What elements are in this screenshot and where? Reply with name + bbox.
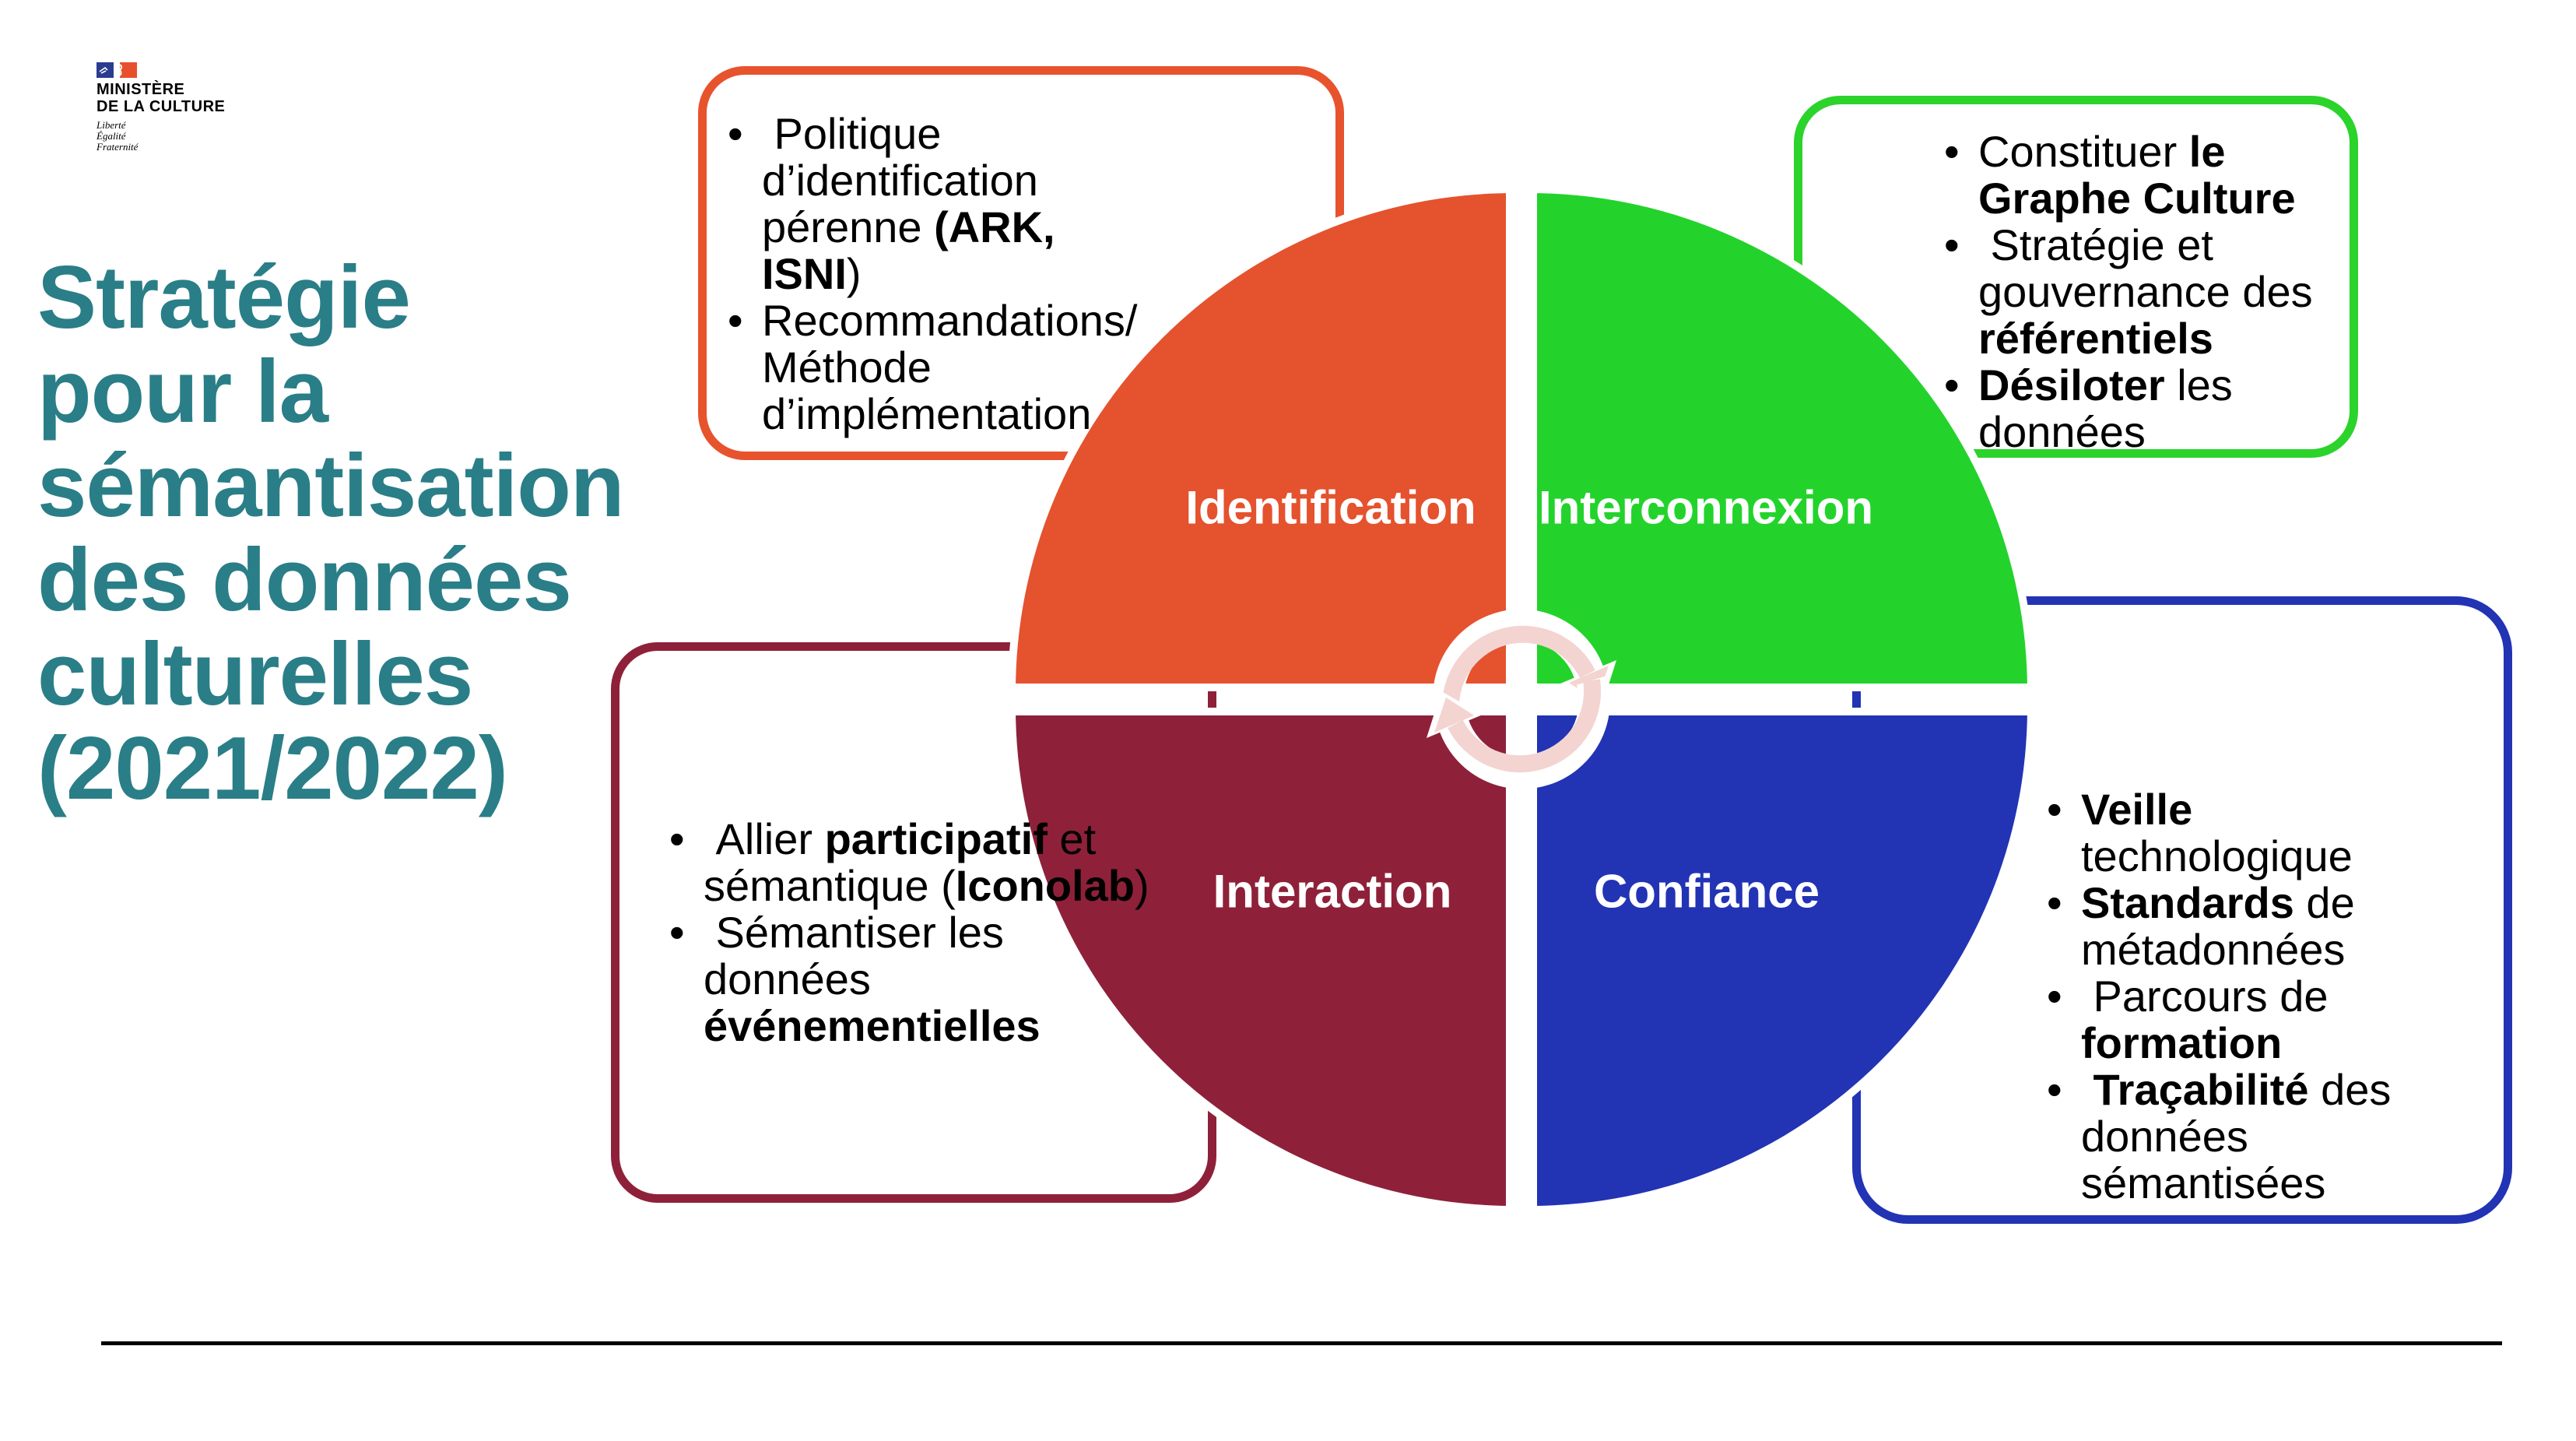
bullet-icon: •: [2047, 785, 2062, 834]
bullet-text: Traçabilité des données sémantisées: [2081, 1065, 2392, 1207]
footer-divider: [101, 1341, 2502, 1345]
bullet-item: • Traçabilité des données sémantisées: [2047, 1067, 2453, 1207]
bullet-item: • Politique d’identification pérenne (AR…: [728, 111, 1165, 297]
bullet-item: • Veille technologique: [2047, 786, 2453, 880]
bullet-text: Désiloter les données: [1978, 360, 2233, 456]
french-flag-icon: [97, 62, 137, 78]
bullet-icon: •: [1944, 360, 1960, 409]
bullet-icon: •: [1944, 220, 1960, 269]
bullet-item: • Constituer le Graphe Culture: [1944, 128, 2355, 222]
ministry-logo: MINISTÈRE DE LA CULTURE Liberté Égalité …: [97, 62, 225, 153]
bullet-icon: •: [669, 814, 685, 863]
bullet-text: Constituer le Graphe Culture: [1978, 127, 2296, 223]
bullet-icon: •: [2047, 972, 2062, 1021]
page-title: Stratégie pour la sémantisation des donn…: [37, 248, 625, 818]
ministry-motto: Liberté Égalité Fraternité: [97, 119, 139, 153]
bullet-text: Parcours de formation: [2081, 972, 2329, 1067]
bullet-icon: •: [728, 109, 743, 158]
bullet-item: • Sémantiser les données événementielles: [669, 909, 1158, 1049]
callout-text-interconnexion: •Constituer le Graphe Culture• Stratégie…: [1944, 128, 2355, 455]
bullet-icon: •: [728, 296, 743, 345]
cycle-arrow-bottom: [1427, 676, 1610, 789]
bullet-item: • Stratégie et gouvernance des référenti…: [1944, 222, 2355, 362]
bullet-text: Allier participatif et sémantique (Icono…: [704, 814, 1149, 910]
bullet-text: Sémantiser les données événementielles: [704, 908, 1041, 1050]
quadrant-label-interaction: Interaction: [1213, 865, 1452, 918]
cycle-arrows-icon: [1427, 609, 1616, 789]
bullet-icon: •: [2047, 878, 2062, 927]
bullet-icon: •: [669, 908, 685, 957]
callout-text-identification: • Politique d’identification pérenne (AR…: [728, 111, 1165, 438]
bullet-icon: •: [2047, 1065, 2062, 1114]
callout-text-confiance: • Veille technologique • Standards de métad…: [2047, 786, 2453, 1207]
bullet-item: • Désiloter les données: [1944, 362, 2355, 455]
bullet-icon: •: [1944, 127, 1960, 176]
quadrant-label-interconnexion: Interconnexion: [1538, 481, 1874, 534]
callout-text-interaction: • Allier participatif et sémantique (Ico…: [669, 816, 1158, 1049]
quadrant-label-identification: Identification: [1185, 481, 1476, 534]
bullet-item: • Recommandations/ Méthode d’implémentati…: [728, 297, 1165, 438]
bullet-text: Stratégie et gouvernance des référentiel…: [1978, 220, 2313, 363]
bullet-text: Veille technologique: [2081, 785, 2353, 880]
quadrant-label-confiance: Confiance: [1593, 865, 1820, 918]
bullet-item: • Standards de métadonnées: [2047, 880, 2453, 973]
bullet-text: Standards de métadonnées: [2081, 878, 2355, 974]
bullet-text: Recommandations/ Méthode d’implémentatio…: [762, 296, 1138, 438]
ministry-name: MINISTÈRE DE LA CULTURE: [97, 81, 226, 115]
bullet-item: • Allier participatif et sémantique (Ico…: [669, 816, 1158, 909]
callout-box-identification: [698, 66, 1344, 460]
bullet-text: Politique d’identification pérenne (ARK,…: [762, 109, 1055, 298]
bullet-item: • Parcours de formation: [2047, 973, 2453, 1067]
